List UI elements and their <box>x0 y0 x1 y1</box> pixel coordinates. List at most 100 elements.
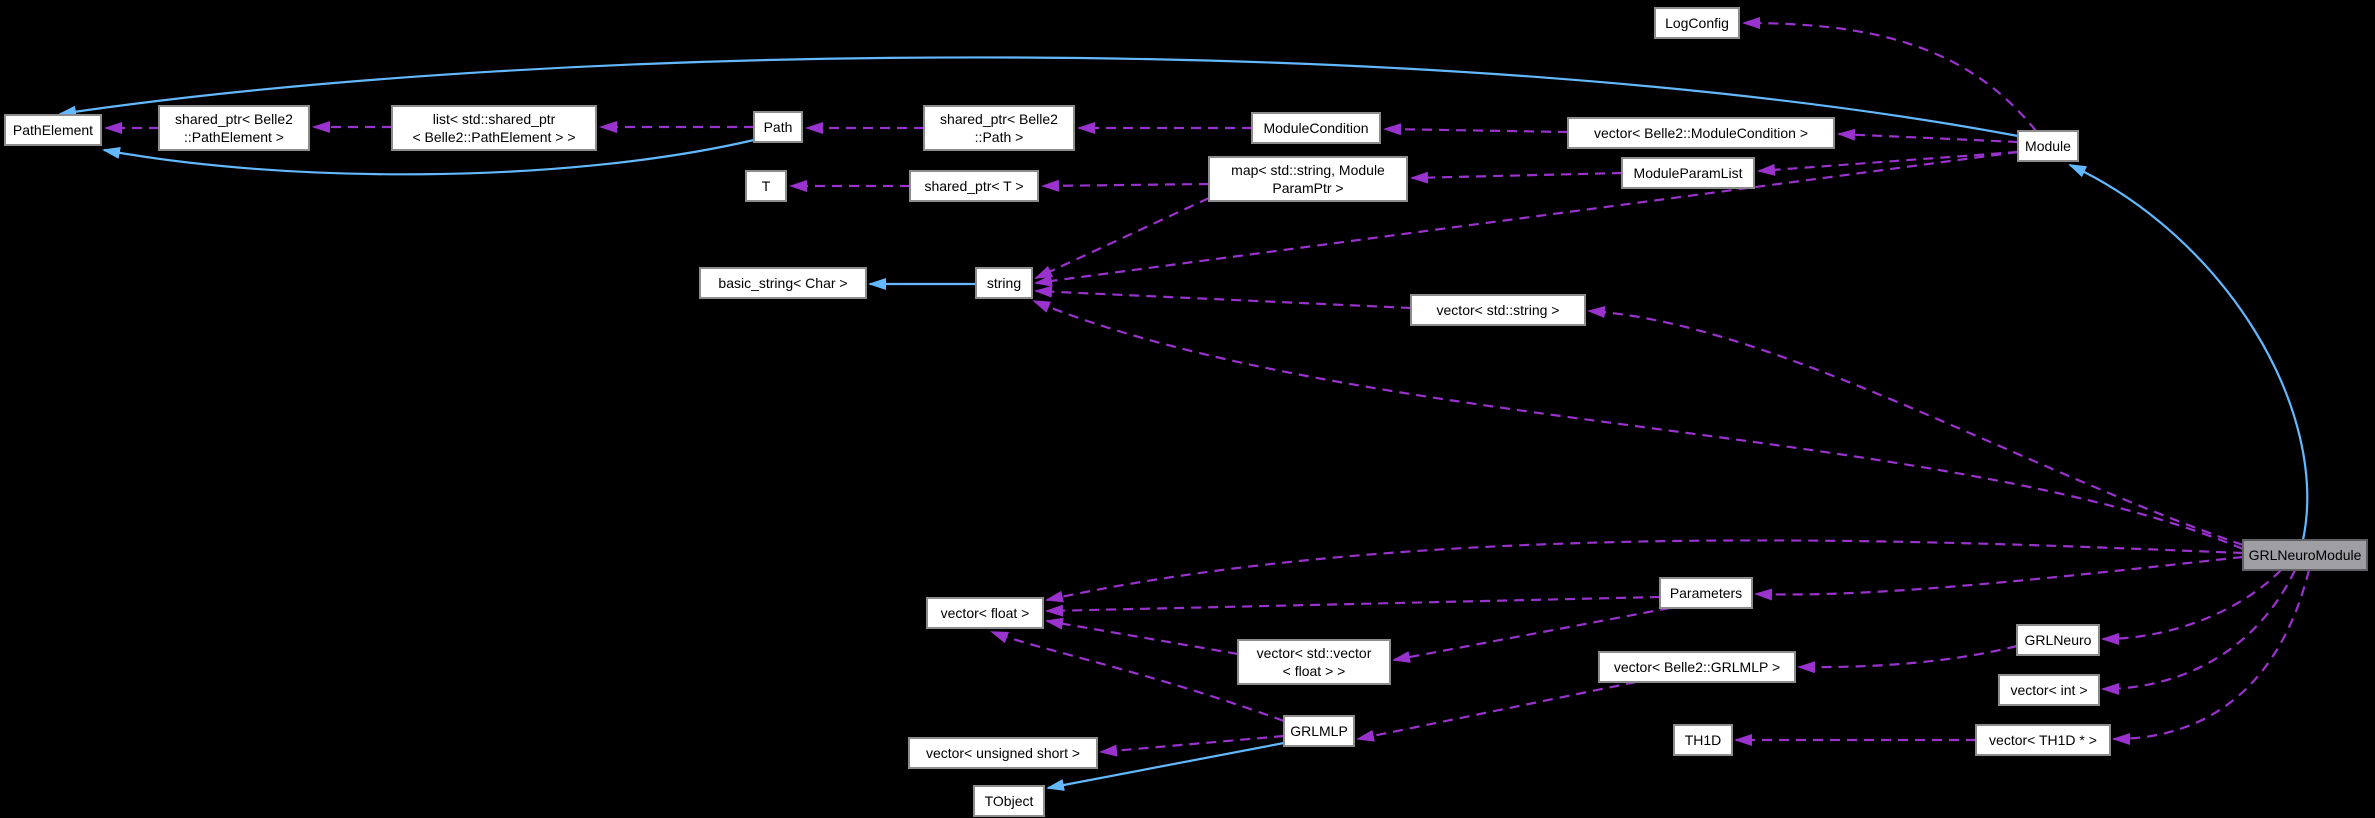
node-label-vector-std-vector-float-line1: vector< std::vector <box>1257 645 1372 661</box>
edge-module-to-pathelement <box>58 56 2019 138</box>
node-box-string[interactable] <box>975 267 1033 299</box>
node-label-path: Path <box>764 119 793 135</box>
node-vector-modulecondition[interactable]: vector< Belle2::ModuleCondition > <box>1567 117 1835 149</box>
node-modulecondition[interactable]: ModuleCondition <box>1251 112 1381 144</box>
node-label-vector-belle2-grlmlp: vector< Belle2::GRLMLP > <box>1614 659 1780 675</box>
node-box-vector-th1d-ptr[interactable] <box>1975 724 2111 756</box>
node-label-vector-float: vector< float > <box>941 605 1030 621</box>
node-vector-std-vector-float[interactable]: vector< std::vector< float > > <box>1237 639 1391 685</box>
edge-moduleparamlist-to-map-string-moduleparamptr <box>1410 171 1623 184</box>
node-box-vector-belle2-grlmlp[interactable] <box>1598 651 1796 683</box>
edge-grlneuromodule-to-vector-std-string <box>1587 305 2244 547</box>
node-module[interactable]: Module <box>2017 130 2079 162</box>
nodes-layer: PathElement shared_ptr< Belle2::PathEleme… <box>4 7 2368 817</box>
node-vector-belle2-grlmlp[interactable]: vector< Belle2::GRLMLP > <box>1598 651 1796 683</box>
edge-grlneuromodule-to-vector-int <box>2101 569 2296 695</box>
edge-grlneuromodule-to-module <box>2068 164 2309 541</box>
node-list-shared-ptr-pathelement[interactable]: list< std::shared_ptr< Belle2::PathEleme… <box>391 105 597 151</box>
edge-grlneuromodule-to-vector-th1d-ptr <box>2112 569 2311 745</box>
node-shared-ptr-t[interactable]: shared_ptr< T > <box>909 170 1039 202</box>
edge-module-to-moduleparamlist <box>1757 150 2019 176</box>
node-box-vector-int[interactable] <box>1998 674 2100 706</box>
edge-module-to-vector-modulecondition <box>1837 128 2019 144</box>
node-box-parameters[interactable] <box>1659 577 1753 609</box>
node-label-pathelement: PathElement <box>13 122 93 138</box>
edge-map-string-moduleparamptr-to-shared-ptr-t <box>1041 179 1210 192</box>
node-box-modulecondition[interactable] <box>1251 112 1381 144</box>
node-label-map-string-moduleparamptr-line2: ParamPtr > <box>1272 180 1343 196</box>
node-box-basic-string-char[interactable] <box>699 267 867 299</box>
node-label-shared-ptr-pathelement-line2: ::PathElement > <box>184 129 284 145</box>
edge-grlmlp-to-tobject <box>1046 741 1285 791</box>
node-label-grlmlp: GRLMLP <box>1290 723 1348 739</box>
node-box-t[interactable] <box>745 170 787 202</box>
node-vector-unsigned-short[interactable]: vector< unsigned short > <box>908 737 1098 769</box>
node-label-modulecondition: ModuleCondition <box>1263 120 1368 136</box>
node-label-shared-ptr-t: shared_ptr< T > <box>924 178 1023 194</box>
node-label-t: T <box>762 178 771 194</box>
node-label-map-string-moduleparamptr-line1: map< std::string, Module <box>1231 162 1385 178</box>
node-parameters[interactable]: Parameters <box>1659 577 1753 609</box>
node-grlmlp[interactable]: GRLMLP <box>1283 715 1355 747</box>
node-logconfig[interactable]: LogConfig <box>1654 7 1740 39</box>
node-label-vector-std-string: vector< std::string > <box>1437 302 1560 318</box>
node-box-list-shared-ptr-pathelement[interactable] <box>391 105 597 151</box>
node-label-moduleparamlist: ModuleParamList <box>1634 165 1743 181</box>
node-box-shared-ptr-t[interactable] <box>909 170 1039 202</box>
node-box-module[interactable] <box>2017 130 2079 162</box>
node-box-vector-unsigned-short[interactable] <box>908 737 1098 769</box>
node-box-path[interactable] <box>753 111 803 143</box>
node-label-tobject: TObject <box>985 793 1034 809</box>
node-box-grlmlp[interactable] <box>1283 715 1355 747</box>
node-tobject[interactable]: TObject <box>973 785 1045 817</box>
node-label-shared-ptr-pathelement-line1: shared_ptr< Belle2 <box>175 111 293 127</box>
edge-grlneuromodule-to-vector-float <box>1045 539 2244 603</box>
node-t[interactable]: T <box>745 170 787 202</box>
node-vector-th1d-ptr[interactable]: vector< TH1D * > <box>1975 724 2111 756</box>
node-box-tobject[interactable] <box>973 785 1045 817</box>
node-label-vector-unsigned-short: vector< unsigned short > <box>926 745 1080 761</box>
node-box-shared-ptr-path[interactable] <box>923 105 1075 151</box>
node-label-vector-std-vector-float-line2: < float > > <box>1283 663 1346 679</box>
edge-grlneuromodule-to-grlneuro <box>2101 569 2282 645</box>
node-shared-ptr-pathelement[interactable]: shared_ptr< Belle2::PathElement > <box>158 105 310 151</box>
node-path[interactable]: Path <box>753 111 803 143</box>
node-th1d[interactable]: TH1D <box>1673 724 1733 756</box>
edge-parameters-to-vector-std-vector-float <box>1392 606 1671 663</box>
node-box-grlneuromodule[interactable] <box>2242 539 2368 571</box>
edge-module-to-string <box>1034 150 2019 287</box>
node-label-shared-ptr-path-line2: ::Path > <box>975 129 1024 145</box>
node-box-pathelement[interactable] <box>4 114 102 146</box>
edge-vector-modulecondition-to-modulecondition <box>1383 123 1569 136</box>
node-label-basic-string-char: basic_string< Char > <box>718 275 847 291</box>
edge-grlmlp-to-vector-float <box>990 630 1285 723</box>
node-box-moduleparamlist[interactable] <box>1621 157 1755 189</box>
node-vector-std-string[interactable]: vector< std::string > <box>1410 294 1586 326</box>
node-grlneuro[interactable]: GRLNeuro <box>2016 624 2100 656</box>
node-box-map-string-moduleparamptr[interactable] <box>1208 156 1408 202</box>
node-vector-int[interactable]: vector< int > <box>1998 674 2100 706</box>
edge-vector-std-vector-float-to-vector-float <box>1045 617 1239 656</box>
node-moduleparamlist[interactable]: ModuleParamList <box>1621 157 1755 189</box>
node-box-shared-ptr-pathelement[interactable] <box>158 105 310 151</box>
edge-vector-std-string-to-string <box>1034 285 1412 310</box>
node-shared-ptr-path[interactable]: shared_ptr< Belle2::Path > <box>923 105 1075 151</box>
node-label-string: string <box>987 275 1021 291</box>
node-grlneuromodule[interactable]: GRLNeuroModule <box>2242 539 2368 571</box>
node-box-logconfig[interactable] <box>1654 7 1740 39</box>
node-label-vector-int: vector< int > <box>2010 682 2087 698</box>
node-box-vector-std-string[interactable] <box>1410 294 1586 326</box>
node-string[interactable]: string <box>975 267 1033 299</box>
node-basic-string-char[interactable]: basic_string< Char > <box>699 267 867 299</box>
node-box-th1d[interactable] <box>1673 724 1733 756</box>
node-box-grlneuro[interactable] <box>2016 624 2100 656</box>
node-box-vector-float[interactable] <box>926 597 1044 629</box>
node-box-vector-std-vector-float[interactable] <box>1237 639 1391 685</box>
node-box-vector-modulecondition[interactable] <box>1567 117 1835 149</box>
node-pathelement[interactable]: PathElement <box>4 114 102 146</box>
node-label-th1d: TH1D <box>1685 732 1722 748</box>
node-label-module: Module <box>2025 138 2071 154</box>
node-vector-float[interactable]: vector< float > <box>926 597 1044 629</box>
